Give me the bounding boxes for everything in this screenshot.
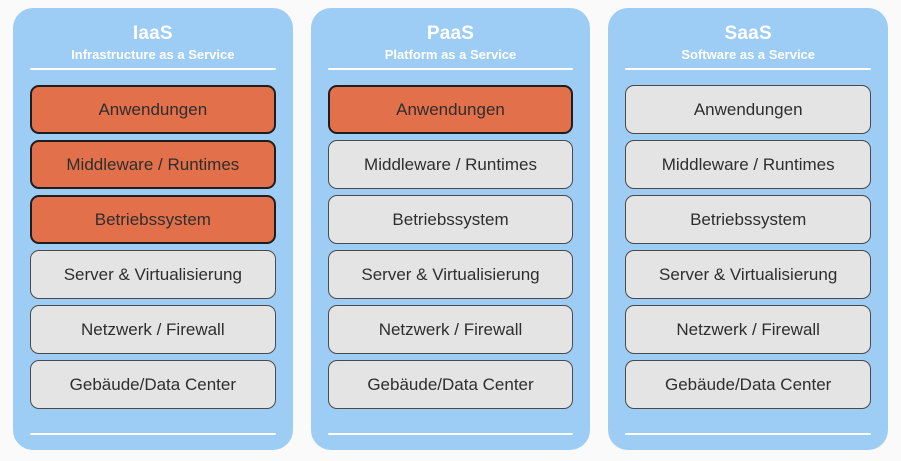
layer-box: Gebäude/Data Center	[625, 360, 872, 409]
layer-box: Gebäude/Data Center	[30, 360, 276, 409]
card-header-saas: SaaS Software as a Service	[625, 22, 871, 63]
card-title-paas: PaaS	[426, 23, 475, 44]
header-divider-saas	[625, 68, 872, 70]
layer-box: Anwendungen	[625, 85, 872, 134]
card-title-iaas: IaaS	[132, 23, 173, 44]
header-divider-iaas	[30, 68, 276, 70]
layer-box: Anwendungen	[327, 85, 574, 134]
footer-divider-saas	[625, 433, 872, 435]
card-subtitle-saas: Software as a Service	[681, 47, 816, 62]
card-subtitle-iaas: Infrastructure as a Service	[71, 47, 235, 62]
layer-box: Anwendungen	[30, 85, 276, 134]
layer-box: Server & Virtualisierung	[30, 250, 276, 299]
card-header-paas: PaaS Platform as a Service	[328, 22, 574, 63]
layer-box: Betriebssystem	[625, 195, 872, 244]
layer-box: Middleware / Runtimes	[327, 140, 574, 189]
layer-box: Server & Virtualisierung	[327, 250, 574, 299]
card-title-saas: SaaS	[724, 23, 772, 44]
layer-box: Netzwerk / Firewall	[30, 305, 276, 354]
layer-box: Server & Virtualisierung	[625, 250, 872, 299]
layer-box: Betriebssystem	[30, 195, 276, 244]
footer-divider-iaas	[30, 433, 276, 435]
layer-box: Middleware / Runtimes	[30, 140, 276, 189]
layer-box: Netzwerk / Firewall	[327, 305, 574, 354]
card-subtitle-paas: Platform as a Service	[384, 47, 517, 62]
layer-box: Middleware / Runtimes	[625, 140, 872, 189]
layer-box: Gebäude/Data Center	[327, 360, 574, 409]
card-header-iaas: IaaS Infrastructure as a Service	[30, 22, 276, 63]
layer-box: Netzwerk / Firewall	[625, 305, 872, 354]
header-divider-paas	[327, 68, 574, 70]
layer-box: Betriebssystem	[327, 195, 574, 244]
footer-divider-paas	[327, 433, 574, 435]
